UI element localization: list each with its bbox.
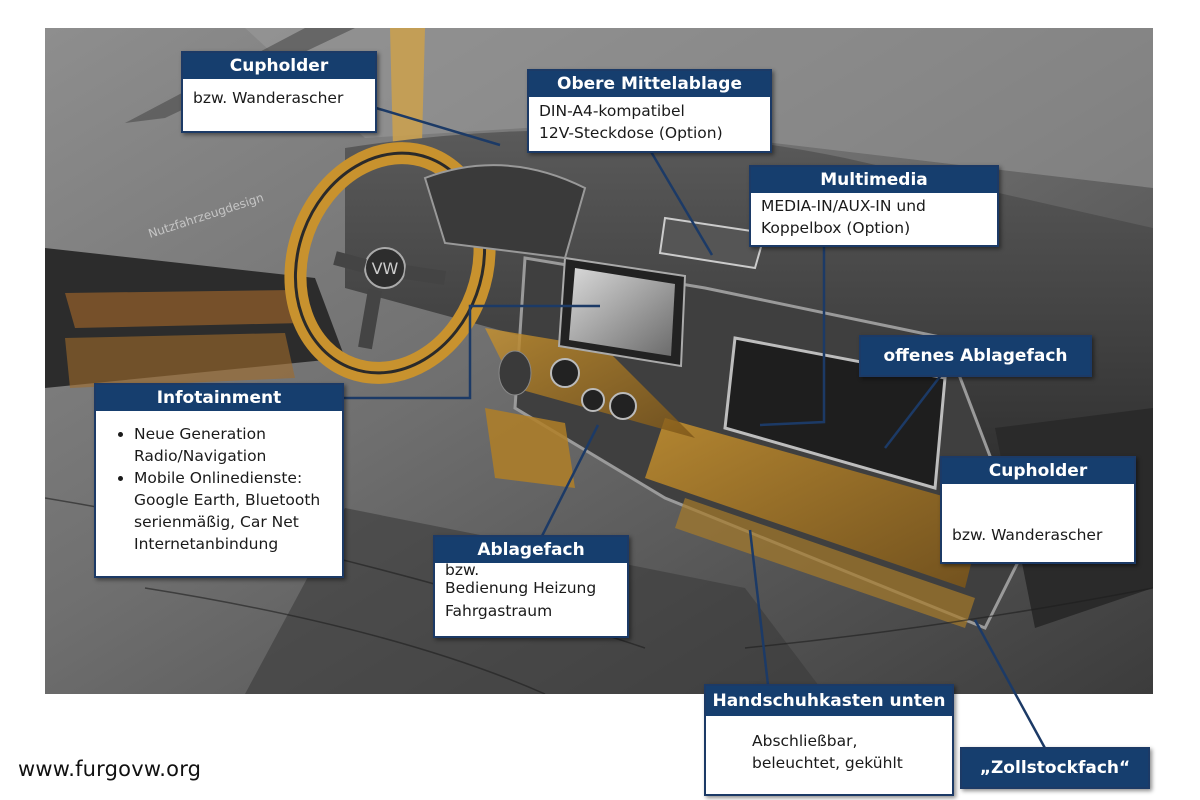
list-item: Neue Generation Radio/Navigation [134, 423, 338, 467]
callout-line: bzw. Wanderascher [193, 89, 344, 107]
callout-offenes-ablagefach: offenes Ablagefach [859, 335, 1092, 377]
callout-title: Obere Mittelablage [529, 71, 770, 97]
list-item-line: Internetanbindung [134, 535, 279, 553]
knob-3 [609, 392, 637, 420]
list-item-line: Mobile Onlinedienste: [134, 469, 303, 487]
callout-body: bzw. Bedienung Heizung Fahrgastraum [435, 561, 627, 627]
callout-obere-mittelablage: Obere Mittelablage DIN-A4-kompatibel 12V… [527, 69, 772, 153]
callout-body: Abschließbar, beleuchtet, gekühlt [706, 716, 952, 778]
callout-title: Cupholder [942, 458, 1134, 484]
callout-handschuhkasten: Handschuhkasten unten Abschließbar, bele… [704, 684, 954, 796]
callout-line: DIN-A4-kompatibel [539, 102, 685, 120]
callout-line: Bedienung Heizung [445, 579, 597, 597]
callout-body: bzw. Wanderascher [942, 484, 1134, 550]
list-item-line: Neue Generation [134, 425, 266, 443]
callout-infotainment: Infotainment Neue Generation Radio/Navig… [94, 383, 344, 578]
callout-title: Handschuhkasten unten [706, 686, 952, 716]
list-item: Mobile Onlinedienste: Google Earth, Blue… [134, 467, 338, 555]
callout-line: MEDIA-IN/AUX-IN und [761, 197, 926, 215]
svg-text:VW: VW [372, 259, 399, 278]
callout-title: Infotainment [96, 385, 342, 411]
callout-title: Multimedia [751, 167, 997, 193]
gear-knob [498, 350, 532, 396]
door-handle-trim [65, 290, 303, 328]
callout-line: beleuchtet, gekühlt [752, 754, 903, 772]
callout-cupholder-top: Cupholder bzw. Wanderascher [181, 51, 377, 133]
callout-line: Koppelbox (Option) [761, 219, 911, 237]
feature-list: Neue Generation Radio/Navigation Mobile … [100, 423, 338, 555]
callout-ablagefach: Ablagefach bzw. Bedienung Heizung Fahrga… [433, 535, 629, 638]
callout-multimedia: Multimedia MEDIA-IN/AUX-IN und Koppelbox… [749, 165, 999, 247]
door-pocket [65, 333, 295, 388]
callout-line: 12V-Steckdose (Option) [539, 124, 723, 142]
site-watermark: www.furgovw.org [18, 757, 202, 781]
callout-body: bzw. Wanderascher [183, 79, 375, 113]
callout-body: MEDIA-IN/AUX-IN und Koppelbox (Option) [751, 193, 997, 243]
callout-line: bzw. Wanderascher [952, 526, 1103, 544]
list-item-line: serienmäßig, Car Net [134, 513, 299, 531]
instrument-cluster [423, 164, 587, 260]
glovebox-trim [645, 418, 985, 588]
callout-line: Fahrgastraum [445, 602, 553, 620]
callout-cupholder-right: Cupholder bzw. Wanderascher [940, 456, 1136, 564]
knob-2 [581, 388, 605, 412]
callout-line: bzw. [445, 561, 480, 579]
callout-body: DIN-A4-kompatibel 12V-Steckdose (Option) [529, 97, 770, 148]
callout-title: Cupholder [183, 53, 375, 79]
callout-zollstockfach: „Zollstockfach“ [960, 747, 1150, 789]
callout-title: Ablagefach [435, 537, 627, 563]
callout-line: Abschließbar, [752, 732, 858, 750]
list-item-line: Radio/Navigation [134, 447, 267, 465]
list-item-line: Google Earth, Bluetooth [134, 491, 321, 509]
knob-1 [550, 358, 580, 388]
callout-body: Neue Generation Radio/Navigation Mobile … [96, 411, 342, 559]
